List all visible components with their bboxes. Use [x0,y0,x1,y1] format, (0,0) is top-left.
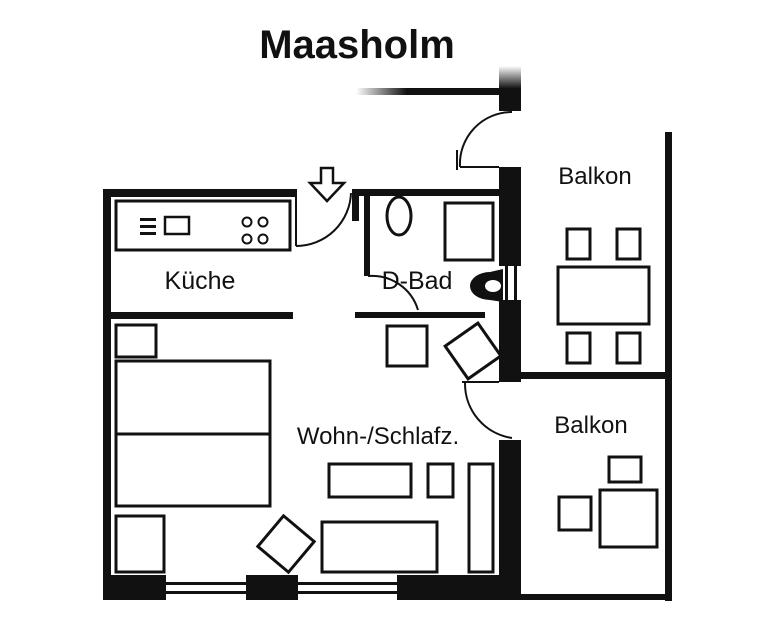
room-label-balcony-top: Balkon [558,163,631,190]
plan-title: Maasholm [259,23,455,67]
toilet-icon [470,269,503,302]
entrance-arrow-icon [307,166,347,203]
bath-cabinet [443,201,495,262]
room-label-living: Wohn-/Schlafz. [297,423,459,450]
room-label-balcony-bottom: Balkon [554,412,627,439]
room-label-kitchen: Küche [165,267,236,295]
balcony-table-top [556,265,651,326]
sink-icon [385,195,413,237]
balcony-table-bottom [598,488,659,549]
furniture [114,199,659,575]
doors [295,110,513,439]
stove-icon [140,215,269,245]
room-label-bath: D-Bad [382,267,453,295]
walls [103,66,672,601]
